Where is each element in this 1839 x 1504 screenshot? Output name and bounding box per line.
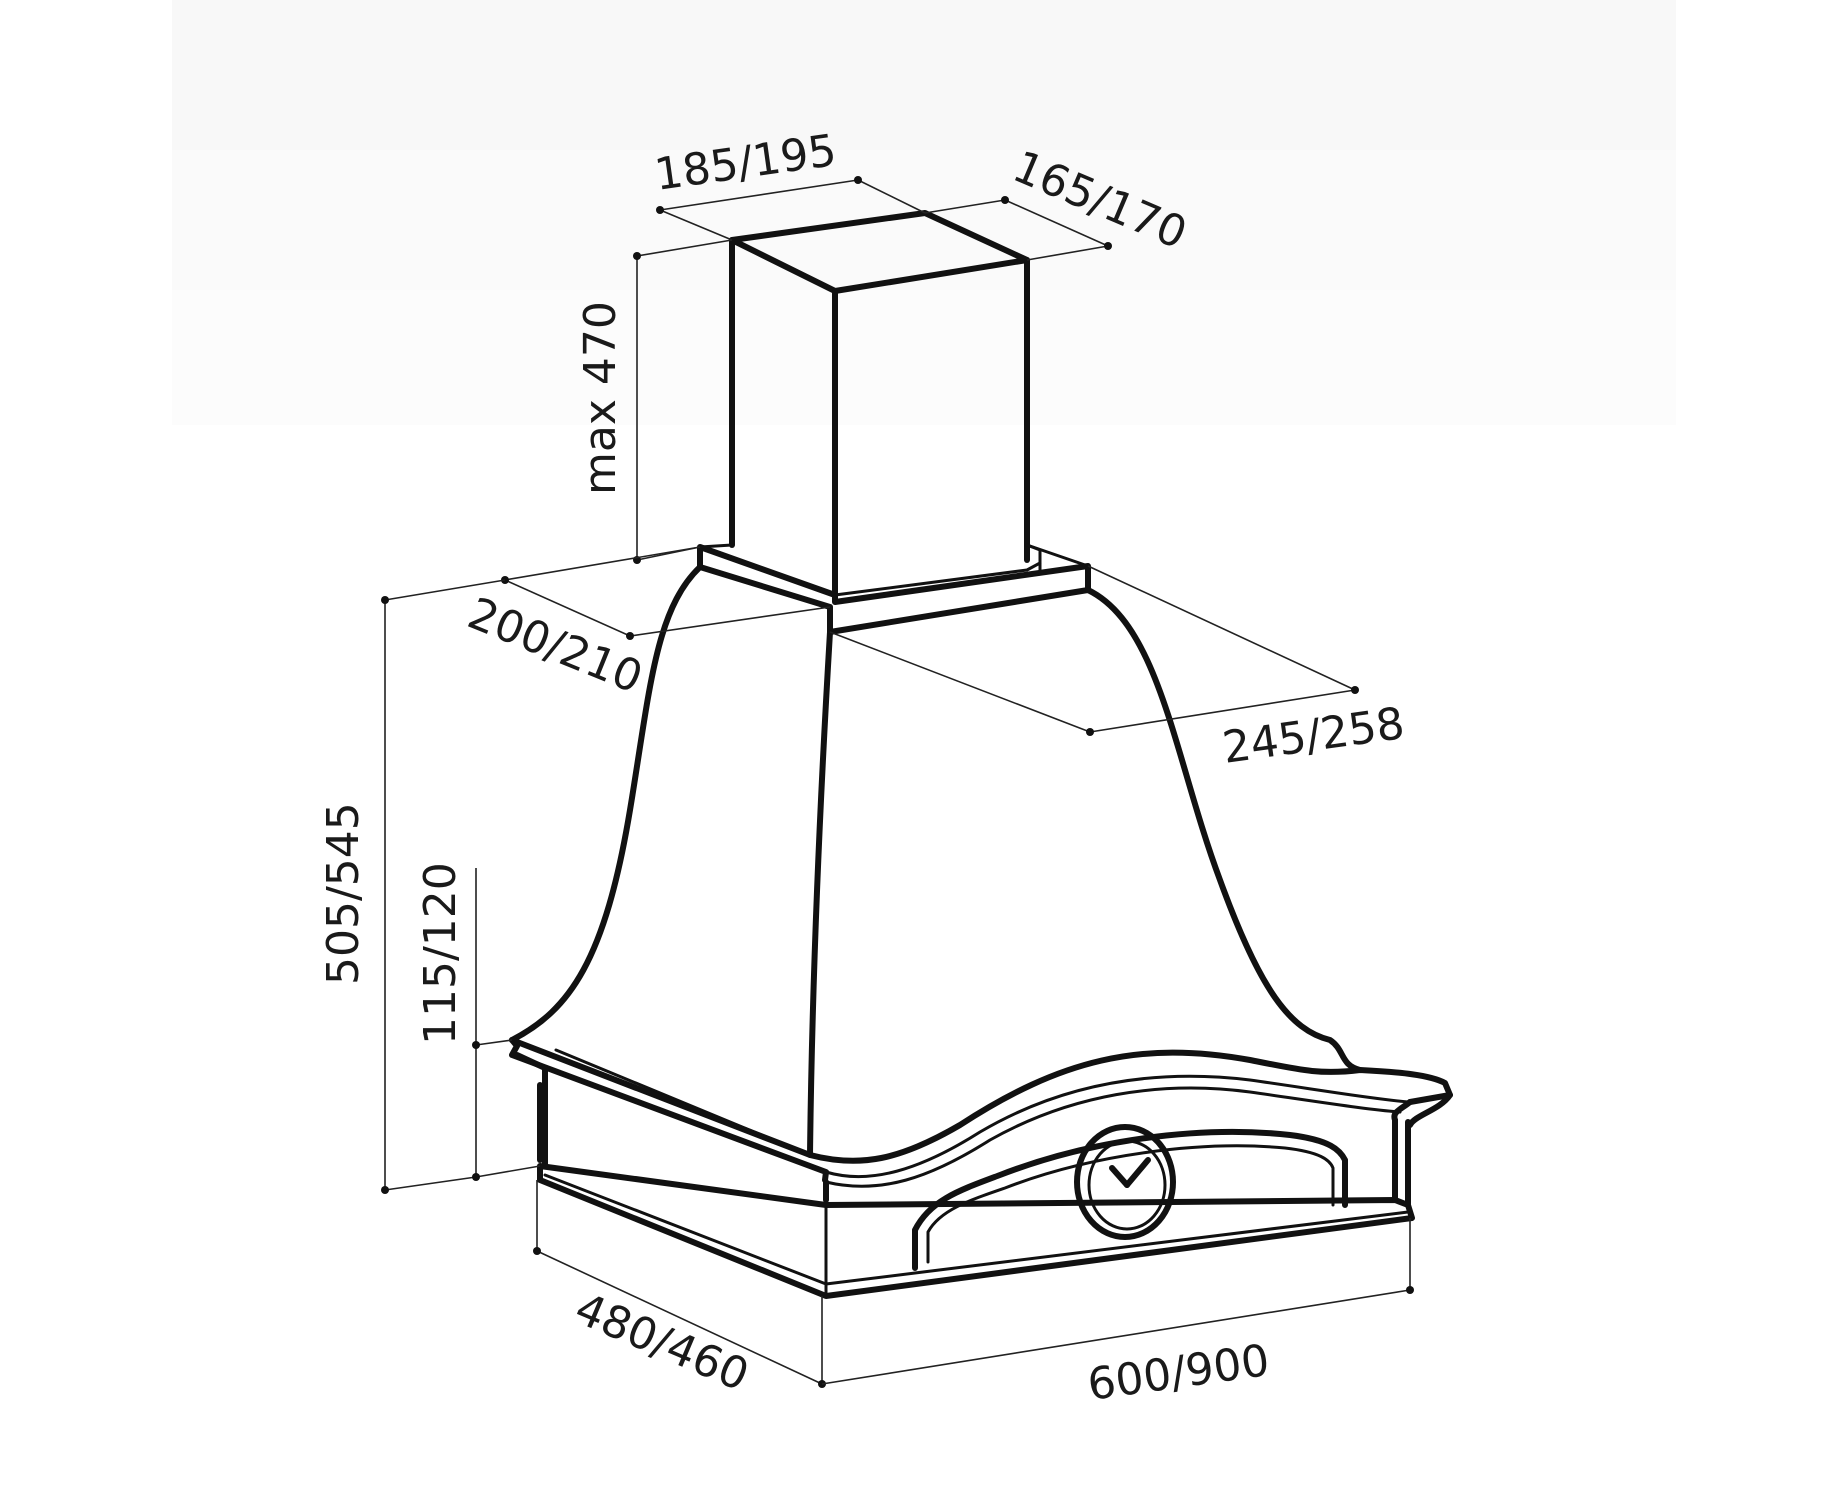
hood-width-label: 600/900 xyxy=(1084,1335,1272,1411)
clock-icon xyxy=(1074,1124,1176,1240)
dimension-labels: 185/195 165/170 max 470 200/210 245/258 … xyxy=(318,125,1408,1411)
collar-width-label: 245/258 xyxy=(1219,698,1407,774)
total-height-label: 505/545 xyxy=(318,802,369,985)
dimension-lines xyxy=(381,176,1414,1388)
chimney-height-label: max 470 xyxy=(575,301,626,495)
background-band xyxy=(172,0,1676,150)
chimney xyxy=(729,210,1030,598)
collar-depth-label: 200/210 xyxy=(461,588,650,704)
hood-bell xyxy=(509,564,1363,1158)
background-band xyxy=(172,150,1676,290)
hood-depth-label: 480/460 xyxy=(568,1283,756,1401)
frame-height-label: 115/120 xyxy=(415,862,466,1045)
chimney-width-label: 185/195 xyxy=(651,125,839,201)
base-frame xyxy=(509,1037,1453,1299)
background-band xyxy=(172,290,1676,425)
